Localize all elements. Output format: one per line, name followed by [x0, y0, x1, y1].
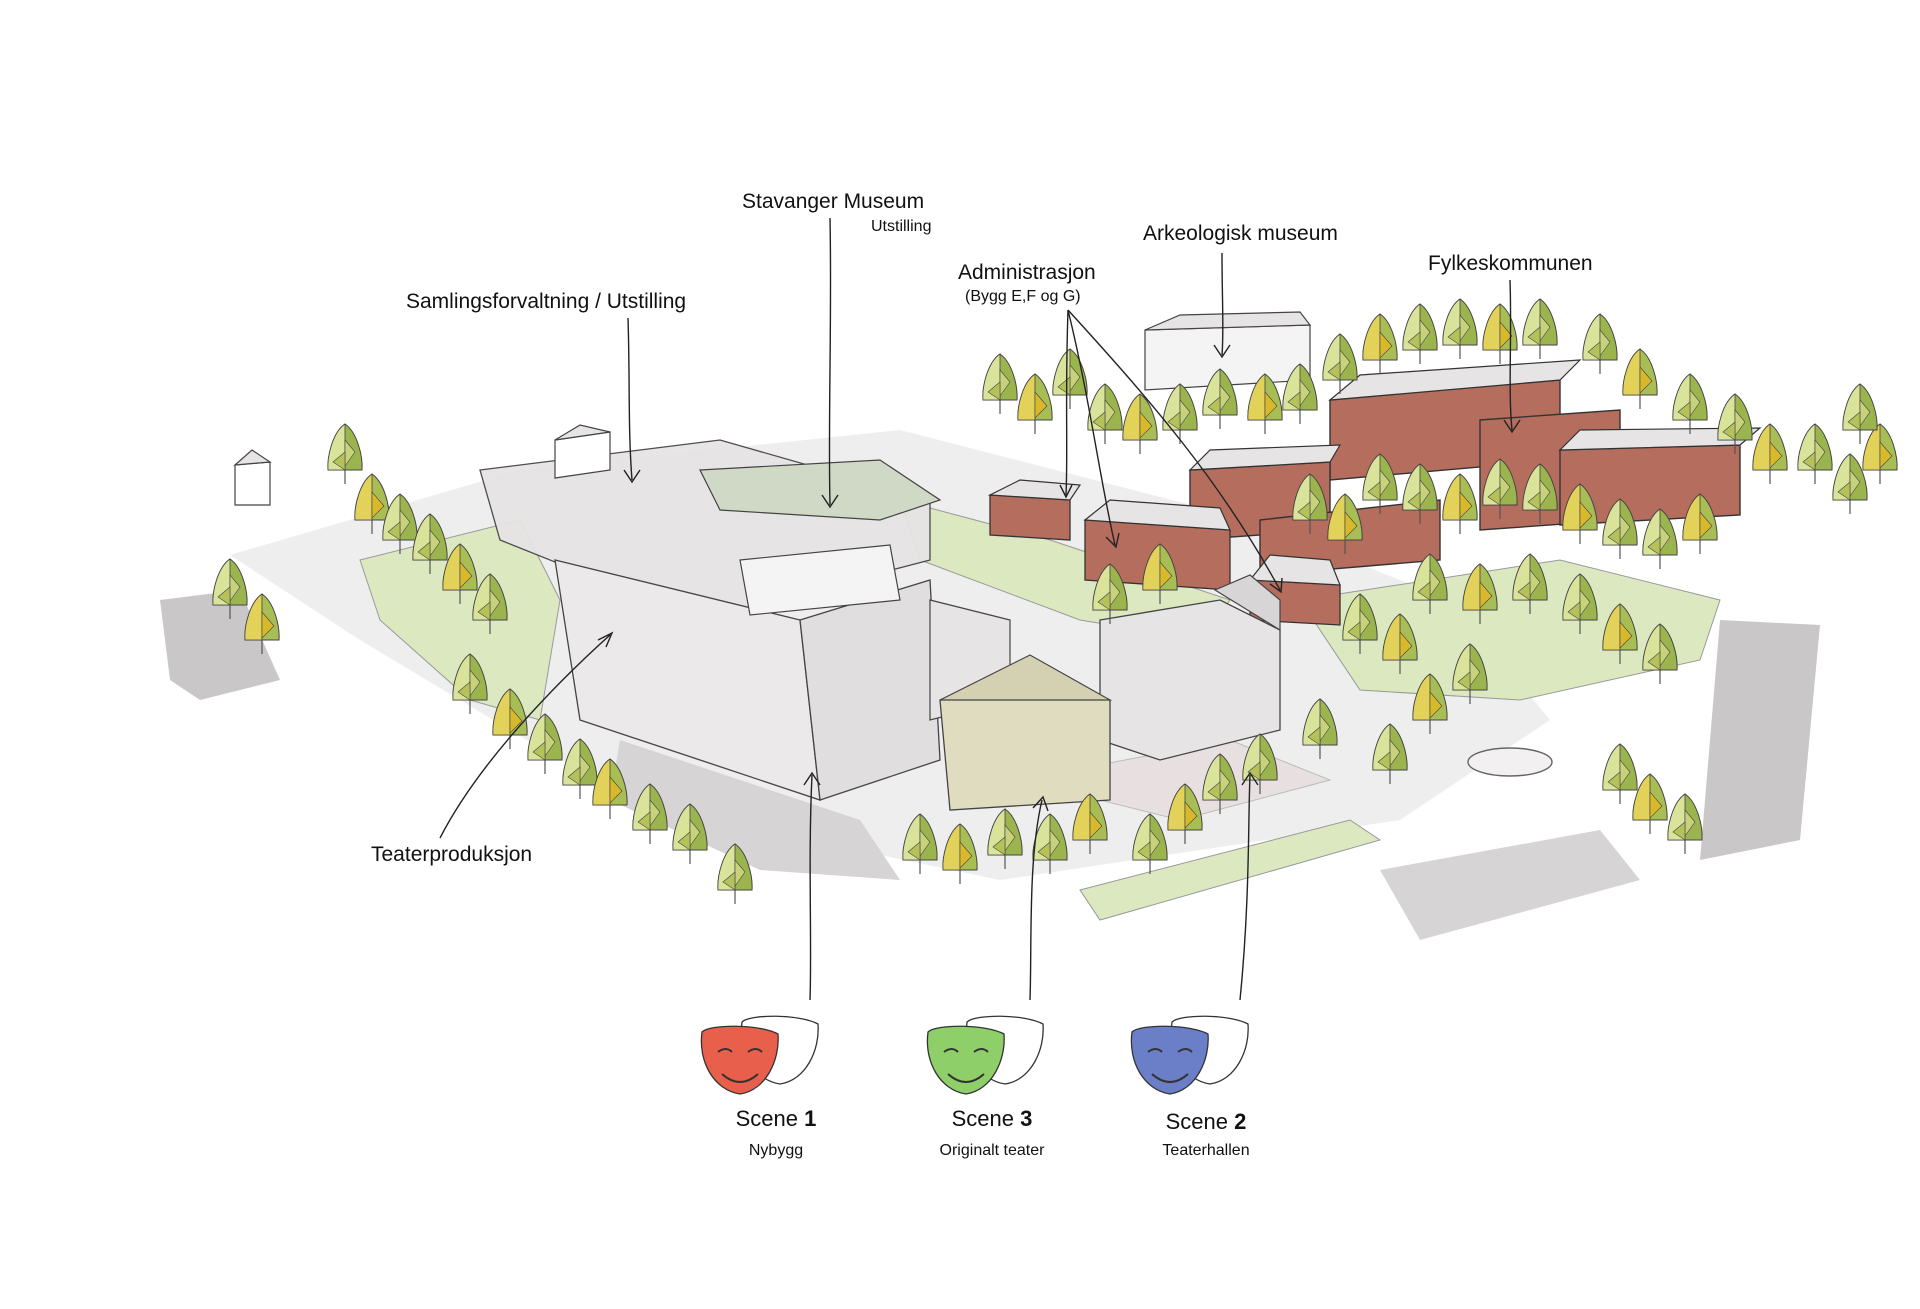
label-administrasjon: Administrasjon: [958, 261, 1096, 284]
arkeologisk-building: [1144, 311, 1312, 391]
teaterhallen-building: [1099, 574, 1281, 761]
originalt-teater-building: [939, 654, 1113, 811]
label-fylkeskommunen: Fylkeskommunen: [1428, 252, 1593, 275]
houses: [233, 424, 611, 506]
label-samlingsforvaltning: Samlingsforvaltning / Utstilling: [406, 290, 687, 313]
label-stavanger-museum: Stavanger Museum: [742, 190, 925, 213]
scene-2-title: Scene 2: [1165, 1109, 1247, 1134]
label-arkeologisk-museum: Arkeologisk museum: [1143, 222, 1338, 245]
scene-3-sub: Originalt teater: [939, 1142, 1045, 1159]
scene-1-title: Scene 1: [735, 1106, 817, 1131]
scene-1-mask-icon: [700, 1015, 819, 1095]
scene-3-mask-icon: [926, 1015, 1044, 1095]
label-teaterproduksjon: Teaterproduksjon: [371, 843, 533, 866]
museum-mass: [479, 439, 1011, 801]
leader-lines: [439, 217, 1521, 1001]
scene-3-title: Scene 3: [951, 1106, 1033, 1131]
scene-1-sub: Nybygg: [748, 1142, 804, 1159]
label-stavanger-museum-sub: Utstilling: [871, 218, 932, 235]
scene-2-sub: Teaterhallen: [1162, 1142, 1250, 1159]
scene-2-mask-icon: [1130, 1015, 1249, 1095]
label-administrasjon-sub: (Bygg E,F og G): [965, 288, 1081, 305]
